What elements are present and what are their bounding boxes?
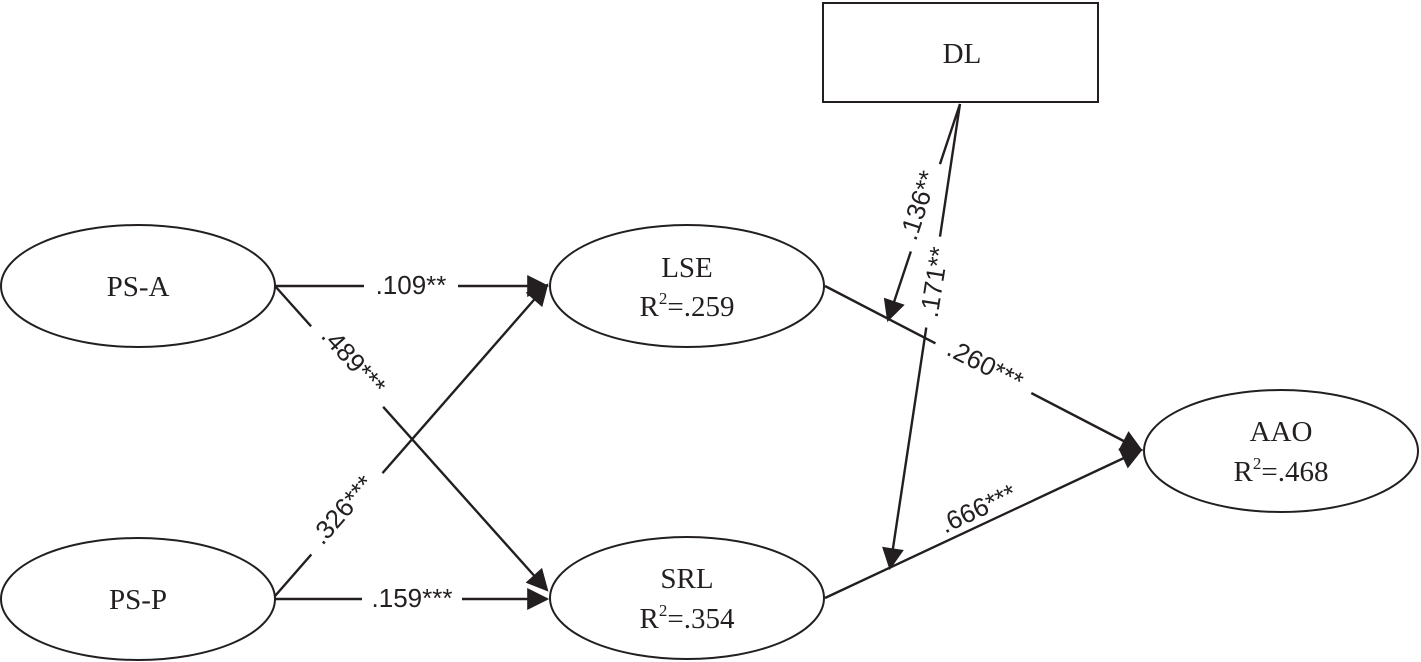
node-aao: AAO R2=.468 [1143, 389, 1419, 513]
node-label: SRL [660, 563, 713, 595]
edge-label-lse-aao: .260*** [942, 333, 1028, 396]
edge-label-bg [922, 472, 1034, 545]
edge-srl-aao [824, 448, 1143, 600]
node-lse: LSE R2=.259 [549, 224, 825, 348]
r-squared-value: R2=.259 [640, 289, 735, 323]
edge-label-dl-srl-aao: .171** [914, 245, 955, 320]
edge-dl-srl-aao [882, 103, 962, 571]
edge-label-bg [912, 234, 957, 330]
edge-label-bg [889, 157, 947, 254]
edge-label-bg [930, 326, 1041, 403]
node-label: AAO [1250, 416, 1313, 448]
r-squared-value: R2=.354 [640, 601, 735, 635]
node-ps-a: PS-A [0, 224, 276, 348]
node-srl: SRL R2=.354 [549, 536, 825, 660]
edge-label-bg [362, 583, 462, 613]
node-label: LSE [661, 252, 713, 284]
edge-label-bg [295, 459, 389, 561]
edge-label-psa-lse: .109** [376, 270, 447, 300]
edge-label-bg [364, 270, 458, 300]
edge-label-psp-srl: .159*** [372, 583, 453, 613]
node-label: PS-A [107, 271, 170, 303]
edge-label-psp-lse: .326*** [304, 469, 380, 550]
edge-label-psa-srl: .489*** [315, 321, 391, 401]
node-dl: DL [822, 2, 1099, 103]
edge-label-bg [306, 310, 401, 411]
edge-label-srl-aao: .666*** [935, 478, 1021, 539]
edge-label-dl-lse-aao: .136** [893, 167, 943, 244]
r-squared-value: R2=.468 [1234, 454, 1329, 488]
node-ps-p: PS-P [0, 537, 276, 661]
node-label: DL [943, 38, 982, 70]
node-label: PS-P [109, 584, 167, 616]
